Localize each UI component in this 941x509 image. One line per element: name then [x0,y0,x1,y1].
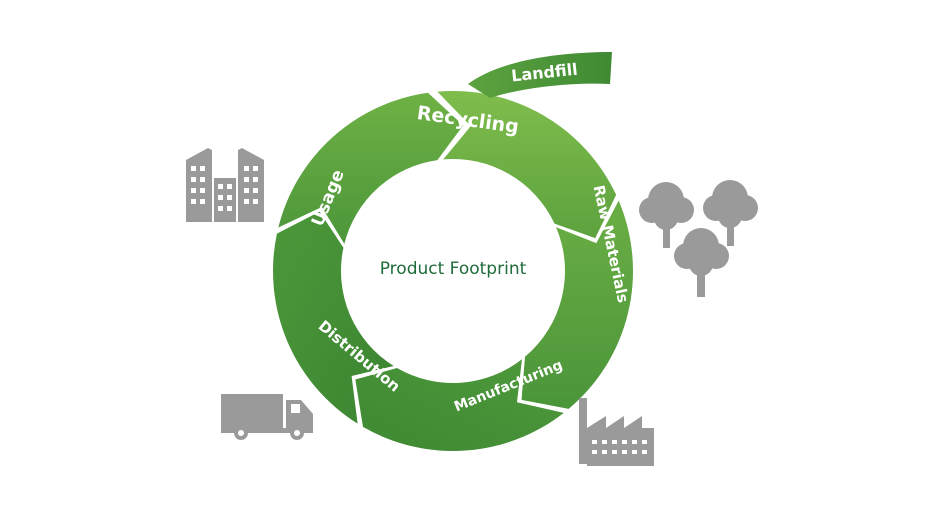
distribution-segment [273,211,394,424]
center-label: Product Footprint [380,259,527,279]
trees-icon [639,180,758,297]
usage-segment [278,92,464,244]
recycling-segment [437,91,617,239]
factory-icon [579,398,654,466]
raw-materials-segment [521,200,633,409]
manufacturing-segment [355,359,564,451]
landfill-branch [468,52,612,98]
city-buildings-icon [186,148,264,222]
truck-icon [221,394,313,440]
